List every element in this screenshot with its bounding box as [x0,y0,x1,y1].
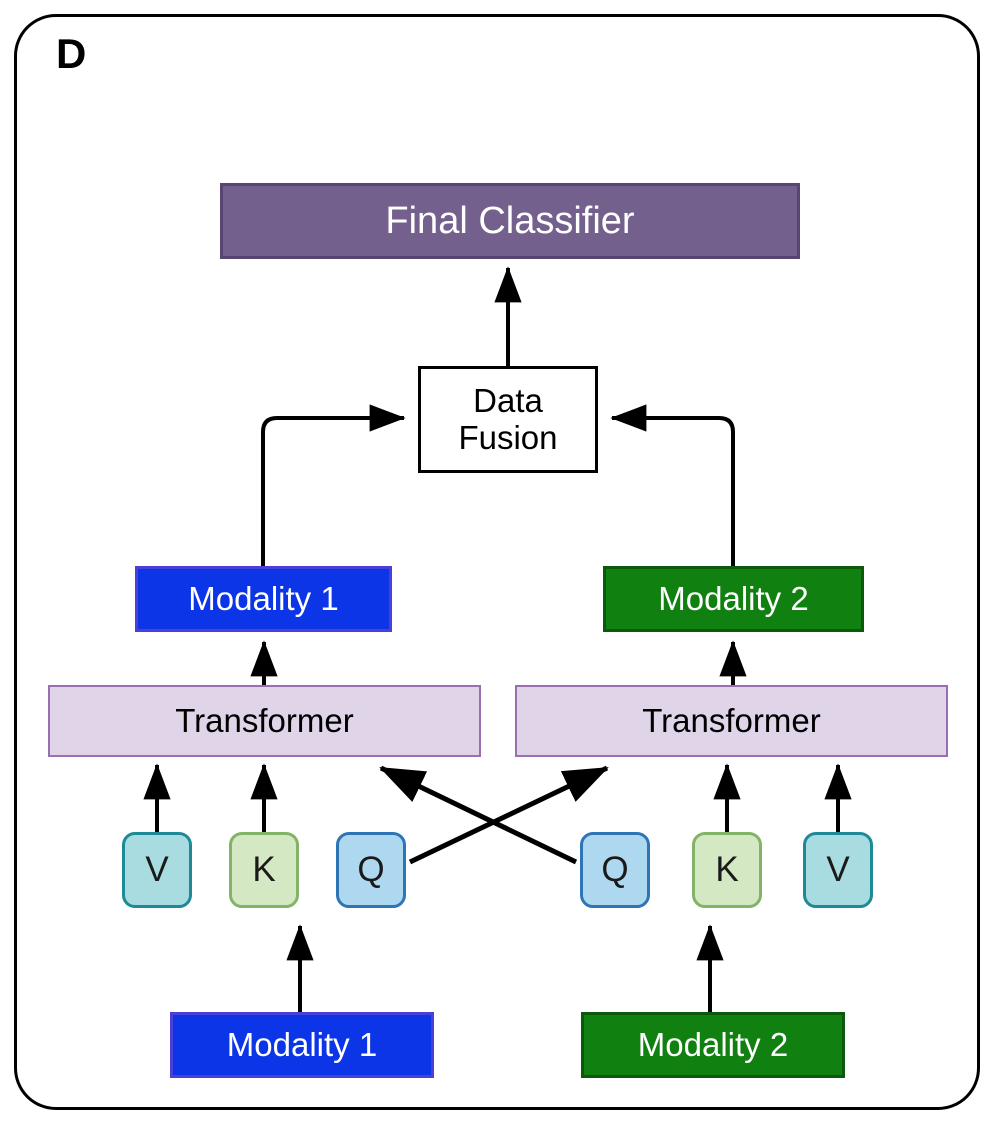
modality-2-input-box: Modality 2 [581,1012,845,1078]
transformer-left-box: Transformer [48,685,481,757]
token-right-query: Q [580,832,650,908]
modality-1-feature-box: Modality 1 [135,566,392,632]
token-right-value: V [803,832,873,908]
token-left-value: V [122,832,192,908]
panel-letter: D [56,30,87,77]
token-left-query: Q [336,832,406,908]
final-classifier-box: Final Classifier [220,183,800,259]
token-right-key: K [692,832,762,908]
panel-border [14,14,980,1110]
modality-2-feature-box: Modality 2 [603,566,864,632]
token-left-key: K [229,832,299,908]
modality-1-input-box: Modality 1 [170,1012,434,1078]
transformer-right-box: Transformer [515,685,948,757]
data-fusion-box: Data Fusion [418,366,598,473]
